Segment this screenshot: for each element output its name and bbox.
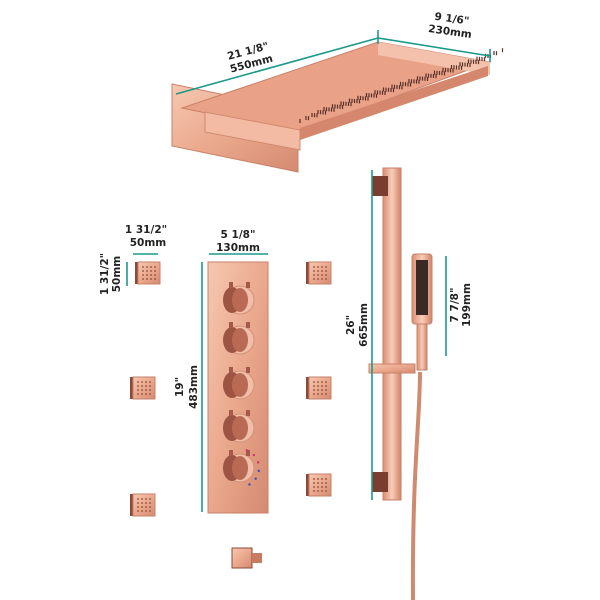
valve-knob[interactable] bbox=[223, 367, 255, 400]
jet-height-metric: 50mm bbox=[111, 256, 123, 293]
jet-width-imperial: 1 31/2" bbox=[125, 224, 167, 236]
valve-height-imperial: 19" bbox=[174, 377, 186, 397]
slide-bar-metric: 665mm bbox=[358, 303, 370, 347]
valve-knob[interactable] bbox=[223, 322, 255, 355]
head-width-imperial: 9 1/6" bbox=[434, 11, 470, 28]
valve-knob[interactable] bbox=[223, 410, 255, 443]
slide-bar-imperial: 26" bbox=[345, 315, 357, 335]
head-width-dim-line bbox=[377, 37, 491, 57]
hand-shower bbox=[410, 253, 433, 600]
temperature-marker bbox=[252, 453, 256, 457]
temperature-marker bbox=[256, 461, 260, 464]
temperature-marker bbox=[248, 483, 251, 486]
temperature-marker bbox=[254, 477, 257, 480]
head-length-dim-line bbox=[175, 37, 379, 95]
body-jets bbox=[130, 261, 332, 517]
valve-knob[interactable] bbox=[223, 449, 260, 486]
body-jet bbox=[306, 261, 332, 285]
body-jet bbox=[130, 493, 156, 517]
temperature-marker bbox=[245, 449, 249, 452]
body-jet bbox=[306, 376, 332, 400]
rain-nozzles bbox=[299, 48, 504, 123]
thermostatic-valve-panel bbox=[207, 261, 269, 514]
jet-width-metric: 50mm bbox=[130, 237, 167, 249]
hand-shower-imperial: 7 7/8" bbox=[449, 288, 461, 323]
body-jet bbox=[135, 261, 161, 285]
valve-knob[interactable] bbox=[223, 282, 255, 315]
valve-width-imperial: 5 1/8" bbox=[221, 229, 256, 241]
rain-shower-head bbox=[171, 41, 504, 173]
body-jet bbox=[130, 376, 156, 400]
body-jet bbox=[306, 473, 332, 497]
valve-height-metric: 483mm bbox=[188, 365, 200, 409]
wall-elbow bbox=[231, 547, 262, 569]
temperature-marker bbox=[257, 469, 260, 473]
slide-bar bbox=[368, 167, 416, 501]
valve-width-metric: 130mm bbox=[216, 242, 260, 254]
hand-shower-metric: 199mm bbox=[461, 283, 473, 327]
jet-height-imperial: 1 31/2" bbox=[99, 253, 111, 295]
